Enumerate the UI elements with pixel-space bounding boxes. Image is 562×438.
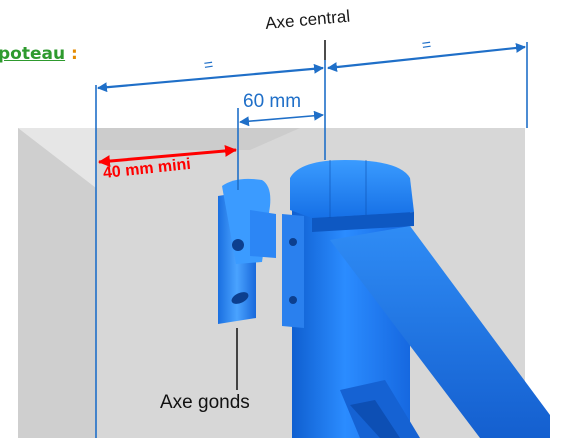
dimension-equal-left (97, 63, 324, 93)
hinge-pin (250, 210, 276, 258)
wall-left-face (18, 128, 96, 438)
dimension-equal-right (327, 42, 526, 73)
section-title-word: poteau (0, 44, 66, 64)
section-title: poteau : (0, 46, 78, 63)
post-cap (290, 160, 414, 218)
post-cap-edge (312, 212, 414, 232)
dimension-40mm (98, 144, 237, 168)
wall-shade (96, 128, 300, 150)
axe-gonds-label: Axe gonds (160, 392, 250, 413)
hinge-bracket (282, 214, 304, 328)
hinge (218, 178, 304, 328)
spacing-60mm-label: 60 mm (243, 91, 302, 112)
dimension-60mm (239, 110, 324, 127)
dimension-lines (95, 42, 528, 438)
hinge-hole-upper (232, 239, 244, 251)
section-title-colon: : (65, 44, 78, 64)
hinge-hole-lower (231, 292, 249, 304)
gate-post (290, 160, 414, 438)
rail-upper (330, 226, 550, 438)
gate-rail (330, 226, 550, 438)
